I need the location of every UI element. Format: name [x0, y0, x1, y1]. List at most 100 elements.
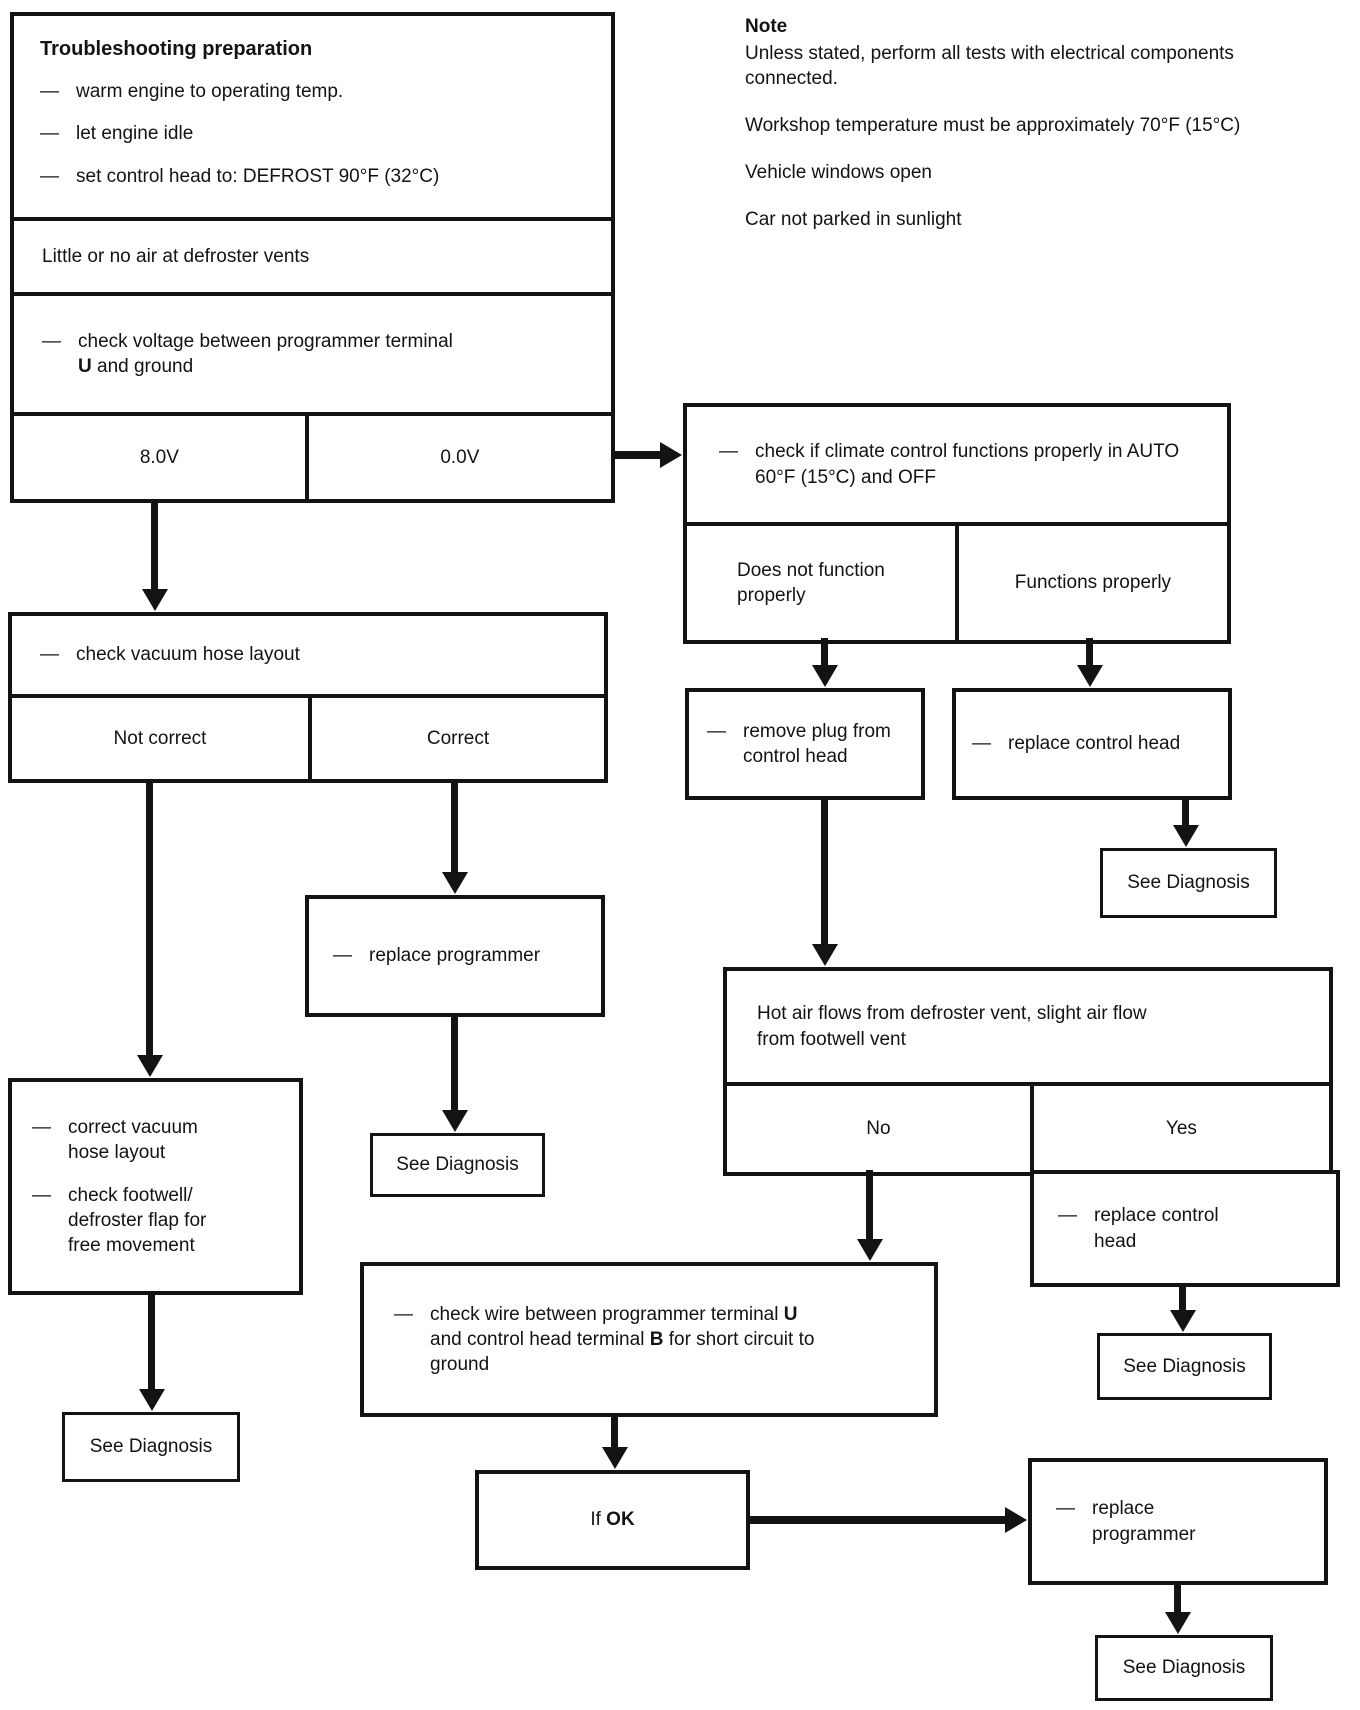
see-diagnosis-label: See Diagnosis — [1123, 1355, 1246, 1377]
arrow-remove-plug-to-hot-air — [821, 800, 828, 945]
check-flap-step: check footwell/ defroster flap for free … — [32, 1183, 279, 1258]
hot-air-results-row: No Yes — [727, 1082, 1329, 1172]
replace-control-head-right-item: replace control head — [1058, 1203, 1312, 1253]
prep-header-row: Troubleshooting preparation warm engine … — [14, 16, 611, 217]
note-block: Note Unless stated, perform all tests wi… — [745, 14, 1275, 232]
replace-control-head-top-box: replace control head — [952, 688, 1232, 800]
check-flap-text: check footwell/ defroster flap for free … — [68, 1184, 207, 1257]
note-paragraph: Car not parked in sunlight — [745, 209, 962, 231]
arrow-no-to-check-wire — [866, 1170, 873, 1240]
remove-plug-box: remove plug from control head — [685, 688, 925, 800]
correct-vacuum-text: correct vacuum hose layout — [68, 1116, 198, 1163]
replace-control-head-right-text: replace control head — [1094, 1205, 1219, 1252]
remove-plug-item: remove plug from control head — [707, 719, 903, 769]
arrow-replace-programmer-right-to-see-diagnosis — [1174, 1585, 1181, 1613]
vacuum-results-row: Not correct Correct — [12, 694, 604, 779]
check-wire-p2: and control head terminal — [430, 1328, 645, 1350]
check-wire-box: check wire between programmer terminal U… — [360, 1262, 938, 1417]
prep-step-text: let engine idle — [76, 123, 194, 145]
see-diagnosis-label: See Diagnosis — [396, 1154, 519, 1176]
symptom-text: Little or no air at defroster vents — [42, 245, 310, 267]
correct-vacuum-step: correct vacuum hose layout — [32, 1115, 279, 1165]
arrow-notfunction-to-remove-plug — [821, 638, 828, 666]
arrow-correct-vacuum-to-see-diagnosis — [148, 1295, 155, 1390]
not-correct-label: Not correct — [113, 727, 207, 749]
vacuum-check-row: check vacuum hose layout — [12, 616, 604, 694]
see-diagnosis-box-right-top: See Diagnosis — [1100, 848, 1277, 918]
check-wire-p1: check wire between programmer terminal — [430, 1303, 779, 1325]
replace-programmer-right-box: replace programmer — [1028, 1458, 1328, 1585]
replace-programmer-text: replace programmer — [369, 945, 541, 967]
arrow-functions-to-replace-control-head — [1086, 638, 1093, 666]
yes-cell: Yes — [1029, 1086, 1329, 1172]
see-diagnosis-label: See Diagnosis — [89, 1436, 213, 1458]
replace-programmer-left-box: replace programmer — [305, 895, 605, 1017]
see-diagnosis-label: See Diagnosis — [1122, 1657, 1246, 1679]
climate-results-row: Does not function properly Functions pro… — [687, 522, 1227, 640]
functions-properly-label: Functions properly — [1014, 572, 1172, 594]
not-function-label: Does not function properly — [737, 559, 885, 606]
functions-properly-cell: Functions properly — [954, 526, 1227, 640]
correct-cell: Correct — [308, 698, 604, 779]
arrow-notcorrect-to-correct-vacuum — [146, 781, 153, 1056]
replace-programmer-item: replace programmer — [333, 943, 577, 968]
check-voltage-text: check voltage between programmer termina… — [78, 330, 453, 352]
prep-step: warm engine to operating temp. — [40, 79, 585, 104]
correct-vacuum-box: correct vacuum hose layout check footwel… — [8, 1078, 303, 1295]
arrow-replace-control-head-to-see-diagnosis — [1182, 800, 1189, 826]
arrow-0v-to-climate-table — [615, 451, 661, 459]
prep-step: let engine idle — [40, 121, 585, 146]
arrow-check-wire-to-if-ok — [611, 1417, 618, 1448]
if-ok-prefix: If — [590, 1509, 601, 1531]
result-0v-label: 0.0V — [440, 446, 480, 468]
note-paragraph: Unless stated, perform all tests with el… — [745, 43, 1234, 90]
no-label: No — [866, 1118, 891, 1140]
result-0v-cell: 0.0V — [304, 416, 611, 499]
vacuum-hose-table: check vacuum hose layout Not correct Cor… — [8, 612, 608, 783]
no-cell: No — [727, 1086, 1030, 1172]
remove-plug-text: remove plug from control head — [743, 720, 891, 767]
climate-check-text: check if climate control functions prope… — [755, 441, 1180, 488]
hot-air-condition-row: Hot air flows from defroster vent, sligh… — [727, 971, 1329, 1082]
replace-programmer-right-text: replace programmer — [1092, 1498, 1196, 1545]
note-paragraph: Vehicle windows open — [745, 162, 932, 184]
prep-step: set control head to: DEFROST 90°F (32°C) — [40, 164, 585, 189]
climate-check-row: check if climate control functions prope… — [687, 407, 1227, 522]
climate-control-table: check if climate control functions prope… — [683, 403, 1231, 644]
see-diagnosis-label: See Diagnosis — [1127, 872, 1250, 894]
replace-programmer-right-item: replace programmer — [1056, 1496, 1300, 1546]
see-diagnosis-box-mid-left: See Diagnosis — [370, 1133, 545, 1197]
see-diagnosis-box-right-mid: See Diagnosis — [1097, 1333, 1272, 1400]
terminal-u-label: U — [783, 1303, 798, 1325]
see-diagnosis-box-left: See Diagnosis — [62, 1412, 240, 1482]
if-ok-bold: OK — [606, 1509, 635, 1531]
check-voltage-suffix: and ground — [97, 356, 194, 377]
check-voltage-row: check voltage between programmer termina… — [14, 292, 611, 412]
see-diagnosis-box-bottom-right: See Diagnosis — [1095, 1635, 1273, 1701]
symptom-row: Little or no air at defroster vents — [14, 217, 611, 292]
hot-air-condition-text: Hot air flows from defroster vent, sligh… — [757, 1003, 1147, 1050]
arrow-replace-control-head-right-to-see-diagnosis — [1179, 1287, 1186, 1311]
troubleshooting-prep-table: Troubleshooting preparation warm engine … — [10, 12, 615, 503]
replace-control-head-item: replace control head — [972, 731, 1212, 756]
not-function-cell: Does not function properly — [687, 526, 955, 640]
if-ok-box: If OK — [475, 1470, 750, 1570]
note-paragraph: Workshop temperature must be approximate… — [745, 115, 1241, 137]
arrow-8v-to-vacuum-table — [151, 501, 158, 590]
terminal-u-label: U — [78, 356, 92, 377]
check-wire-p3: for short circuit to ground — [430, 1328, 815, 1376]
result-8v-cell: 8.0V — [14, 416, 305, 499]
not-correct-cell: Not correct — [12, 698, 308, 779]
vacuum-check-text: check vacuum hose layout — [76, 644, 300, 666]
arrow-if-ok-to-replace-programmer — [750, 1516, 1006, 1524]
note-title: Note — [745, 16, 788, 37]
replace-control-head-text: replace control head — [1008, 733, 1181, 755]
prep-step-text: warm engine to operating temp. — [76, 81, 344, 103]
prep-step-text: set control head to: DEFROST 90°F (32°C) — [76, 165, 440, 187]
arrow-correct-to-replace-programmer — [451, 781, 458, 873]
prep-title: Troubleshooting preparation — [40, 38, 313, 60]
hot-air-table: Hot air flows from defroster vent, sligh… — [723, 967, 1333, 1176]
check-voltage-item: check voltage between programmer termina… — [42, 329, 472, 379]
result-8v-label: 8.0V — [139, 446, 179, 468]
